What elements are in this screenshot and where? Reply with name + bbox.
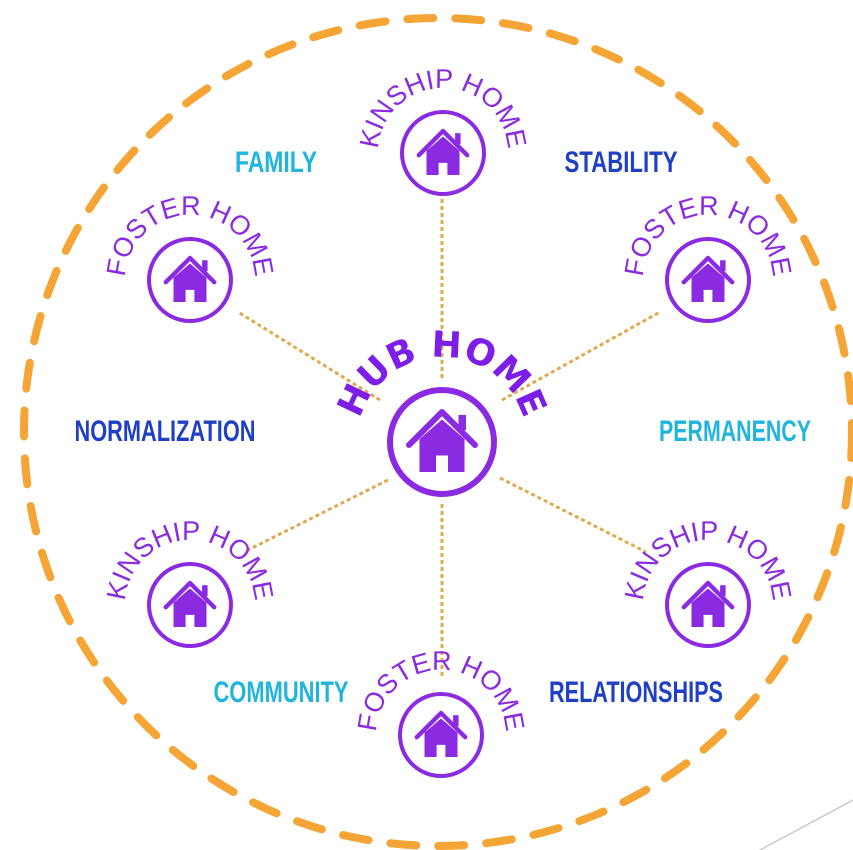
value-label-normalization: NORMALIZATION <box>75 415 256 448</box>
spoke-line <box>501 310 661 402</box>
value-label-stability: STABILITY <box>565 146 678 179</box>
outer-dashed-circle <box>20 14 853 850</box>
home-node-lower-left: KINSHIP HOME <box>101 516 279 648</box>
value-label-relationships: RELATIONSHIPS <box>549 676 723 709</box>
value-label-family: FAMILY <box>235 146 317 179</box>
spoke-line <box>243 478 389 554</box>
spoke-lines <box>237 196 661 676</box>
home-node-lower-right: KINSHIP HOME <box>619 516 797 648</box>
home-node-bottom: FOSTER HOME <box>352 646 530 778</box>
corner-divider-line <box>759 799 853 850</box>
home-node-top: KINSHIP HOME <box>354 64 532 196</box>
spoke-line <box>499 476 647 554</box>
value-label-permanency: PERMANENCY <box>659 415 811 448</box>
home-node-upper-left: FOSTER HOME <box>101 191 279 323</box>
hub-node: HUB HOME <box>330 324 554 497</box>
value-label-community: COMMUNITY <box>214 676 349 709</box>
home-node-upper-right: FOSTER HOME <box>619 191 797 323</box>
